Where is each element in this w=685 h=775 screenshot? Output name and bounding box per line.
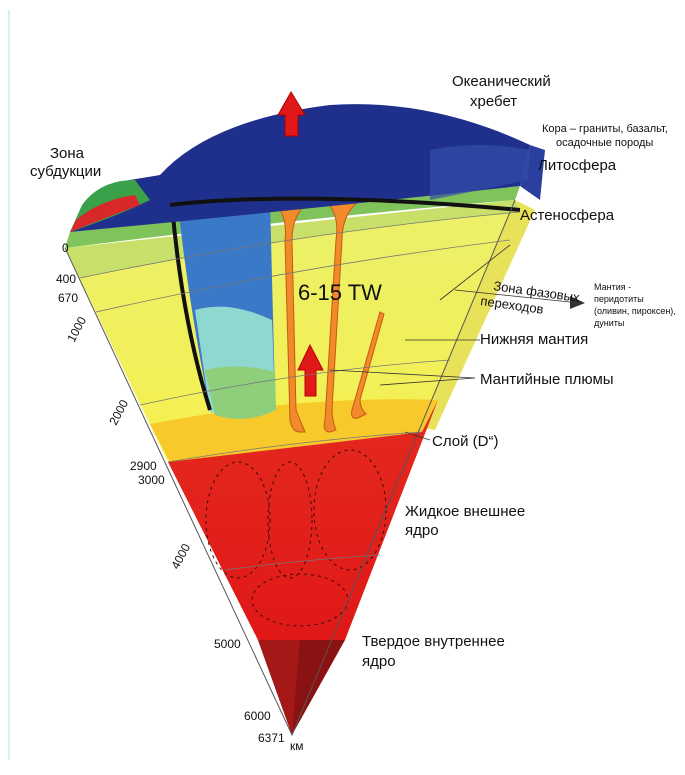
lower-mantle-label: Нижняя мантия — [480, 331, 588, 348]
lithosphere-label: Литосфера — [538, 157, 617, 174]
depth-0: 0 — [62, 241, 69, 255]
outer-core-label: Жидкое внешнее — [405, 503, 525, 520]
depth-6371: 6371 — [258, 731, 285, 745]
page-edge-line — [8, 10, 10, 760]
depth-2900: 2900 — [130, 459, 157, 473]
inner-core-label: Твердое внутреннее — [362, 633, 505, 650]
d-layer-label: Слой (D“) — [432, 433, 498, 450]
subduction-label-2: субдукции — [30, 163, 101, 180]
mantle-rock-label: Мантия - — [594, 282, 631, 292]
depth-5000: 5000 — [214, 637, 241, 651]
inner-core-label-2: ядро — [362, 653, 396, 670]
power-label: 6-15 TW — [298, 280, 382, 305]
plumes-label: Мантийные плюмы — [480, 371, 614, 388]
ocean-ridge-label: Океанический — [452, 73, 551, 90]
asthenosphere-label: Астеносфера — [520, 207, 615, 224]
depth-1000: 1000 — [64, 314, 89, 344]
depth-670: 670 — [58, 291, 78, 305]
depth-2000: 2000 — [106, 397, 131, 427]
outer-core-label-2: ядро — [405, 522, 439, 539]
subduction-label: Зона — [50, 145, 85, 162]
ocean-ridge-label-2: хребет — [470, 93, 517, 110]
slab-green-fringe — [205, 366, 276, 419]
mantle-rock-label-4: дуниты — [594, 318, 624, 328]
mantle-rock-label-2: перидотиты — [594, 294, 644, 304]
depth-3000: 3000 — [138, 473, 165, 487]
depth-400: 400 — [56, 272, 76, 286]
mantle-rock-label-3: (оливин, пироксен), — [594, 306, 676, 316]
crust-label-2: осадочные породы — [556, 137, 653, 149]
depth-unit: км — [290, 739, 304, 753]
depth-4000: 4000 — [168, 541, 193, 571]
depth-6000: 6000 — [244, 709, 271, 723]
crust-label: Кора – граниты, базальт, — [542, 123, 668, 135]
